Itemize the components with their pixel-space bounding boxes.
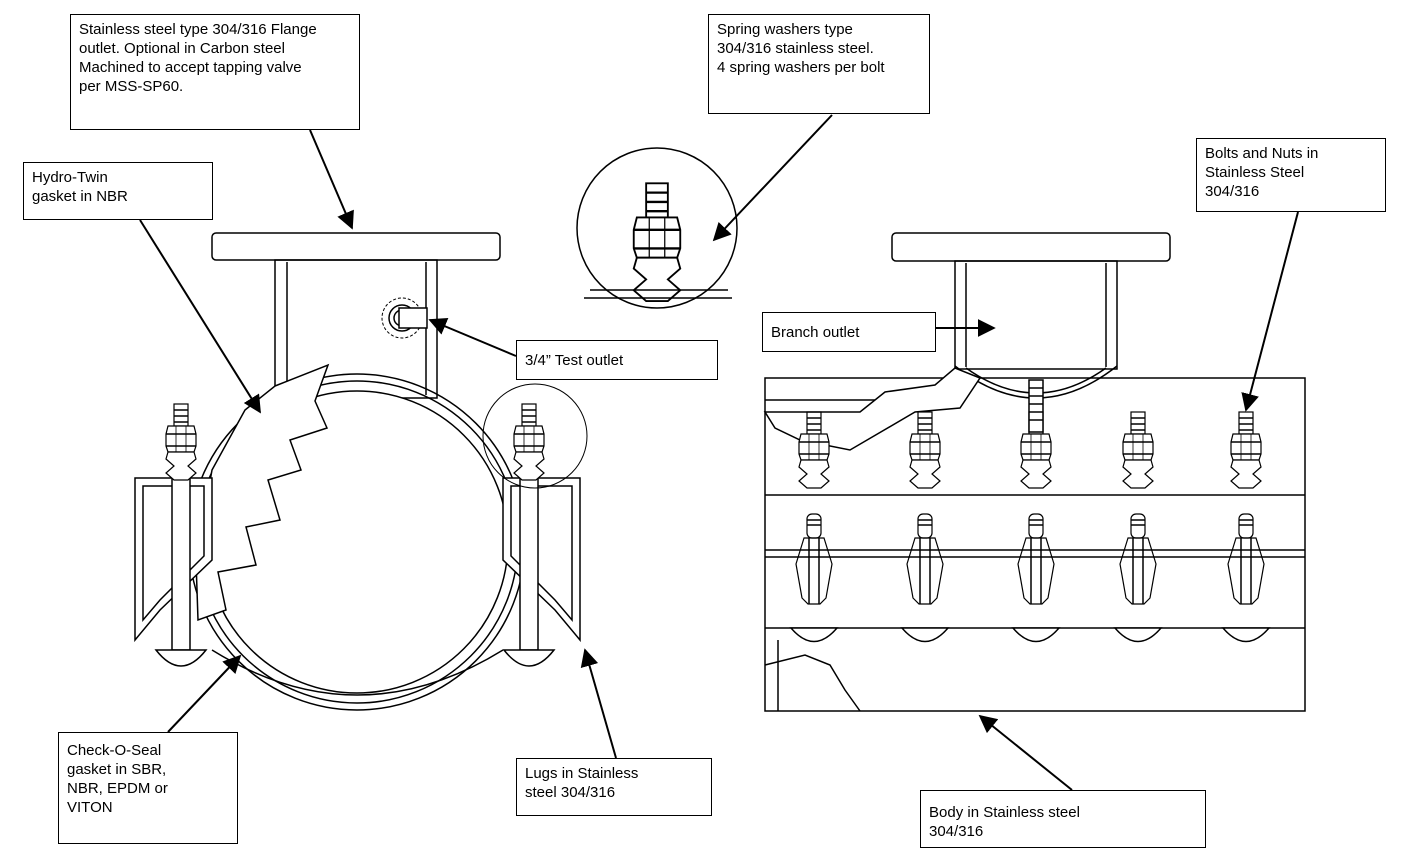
leader-spring-washers	[712, 114, 833, 242]
callout-flange-outlet: Stainless steel type 304/316 Flange outl…	[70, 14, 360, 130]
callout-spring-washers: Spring washers type 304/316 stainless st…	[708, 14, 930, 114]
leader-flange	[309, 129, 354, 230]
leader-check-o-seal	[167, 654, 242, 733]
leader-body	[978, 714, 1073, 791]
lug-left	[134, 469, 213, 651]
leader-test-outlet	[428, 317, 517, 357]
right-side-view	[763, 232, 1306, 712]
flange-left	[211, 232, 501, 261]
callout-check-o-seal: Check-O-Seal gasket in SBR, NBR, EPDM or…	[58, 732, 238, 844]
leader-hydro-twin	[139, 219, 261, 414]
flange-right	[891, 232, 1171, 262]
callout-lugs: Lugs in Stainless steel 304/316	[516, 758, 712, 816]
bolt-head-right	[502, 649, 556, 667]
lug-right	[502, 469, 581, 651]
body-outline	[764, 377, 1306, 712]
callout-bolts-nuts: Bolts and Nuts in Stainless Steel 304/31…	[1196, 138, 1386, 212]
test-outlet-fitting	[381, 297, 428, 339]
detail-circle-lug	[482, 383, 588, 489]
callout-branch-outlet: Branch outlet	[762, 312, 936, 352]
left-end-view	[134, 232, 588, 711]
neck-right	[954, 260, 1118, 370]
leader-bolts	[1241, 211, 1299, 412]
bolt-head-left	[154, 649, 208, 667]
leader-lines	[139, 114, 1299, 791]
callout-body: Body in Stainless steel 304/316	[920, 790, 1206, 848]
callout-test-outlet: 3/4” Test outlet	[516, 340, 718, 380]
callout-hydro-twin: Hydro-Twin gasket in NBR	[23, 162, 213, 220]
leader-lugs	[580, 648, 617, 759]
spring-washer-detail	[576, 147, 738, 309]
